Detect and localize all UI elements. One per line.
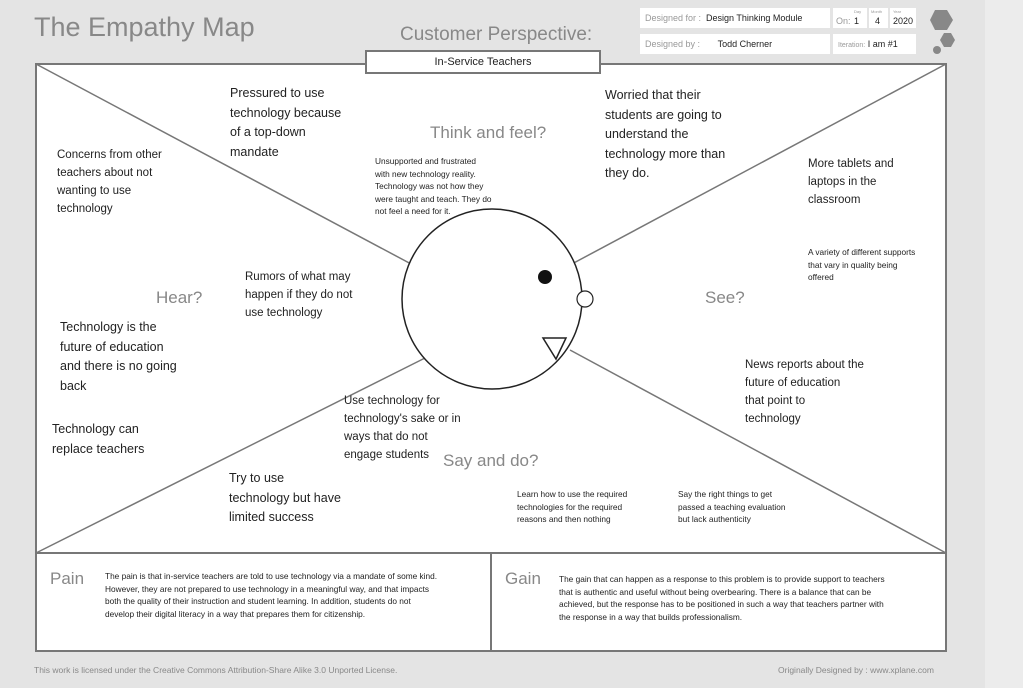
perspective-value: In-Service Teachers [365,50,601,74]
head-circle [401,208,583,390]
iteration-label: Iteration: [838,42,866,49]
hear-heading: Hear? [156,288,203,307]
pain-text: The pain is that in-service teachers are… [105,571,438,619]
on-label: On: [836,16,851,26]
say-heading: Say and do? [443,451,539,470]
note-see-3: News reports about the future of educati… [745,359,864,425]
nose-icon [541,337,568,361]
day-label: Day [854,9,862,14]
month-label: Month [871,9,883,14]
diagonal-tr [569,63,947,266]
ear-icon [576,290,594,308]
designed-by-field: Designed by : Todd Cherner [640,34,830,54]
diagonal-br [569,349,947,554]
designed-for-field: Designed for : Design Thinking Module [640,8,830,28]
note-see-2: A variety of different supports that var… [808,247,916,282]
pain-heading: Pain [50,569,85,588]
date-month: 4 Month [869,8,888,28]
note-think-1: Pressured to use technology because of a… [230,86,342,159]
perspective-label: Customer Perspective: [400,24,593,45]
note-hear-2: Rumors of what may happen if they do not… [245,271,353,319]
side-strip [985,0,1023,688]
hexagon-logo-small [933,46,941,54]
license-text: This work is licensed under the Creative… [34,665,398,675]
date-year: 2020 Year [890,8,916,28]
diagonal-bl [35,357,426,554]
day-value: 1 [854,16,860,26]
note-say-1: Use technology for technology's sake or … [344,395,461,461]
page-title: The Empathy Map [34,12,255,42]
note-hear-3: Technology is the future of education an… [60,320,177,393]
iteration-field: Iteration: I am #1 [833,34,916,54]
note-say-4: Say the right things to get passed a tea… [678,489,786,524]
note-see-1: More tablets and laptops in the classroo… [808,158,894,206]
year-label: Year [893,9,902,14]
see-heading: See? [705,288,745,307]
designed-for-label: Designed for : [645,13,702,23]
diagonal-tl [35,63,414,266]
hexagon-logo-medium [940,33,955,47]
credit-text: Originally Designed by : www.xplane.com [778,665,934,675]
note-say-2: Try to use technology but have limited s… [229,471,341,524]
note-say-3: Learn how to use the required technologi… [517,489,628,524]
note-hear-1: Concerns from other teachers about not w… [57,149,162,215]
note-hear-4: Technology can replace teachers [52,422,145,456]
hexagon-logo-large [930,10,953,30]
month-value: 4 [875,16,881,26]
date-day: On: 1 Day [833,8,867,28]
iteration-value: I am #1 [867,39,898,49]
note-think-2: Worried that their students are going to… [605,88,726,180]
designed-by-label: Designed by : [645,39,701,49]
gain-heading: Gain [505,569,541,588]
designed-by-value: Todd Cherner [717,39,773,49]
eye-icon [538,270,552,284]
designed-for-value: Design Thinking Module [706,13,803,23]
think-heading: Think and feel? [430,123,547,142]
note-think-3: Unsupported and frustrated with new tech… [375,156,492,216]
gain-text: The gain that can happen as a response t… [559,574,885,622]
year-value: 2020 [893,16,914,26]
